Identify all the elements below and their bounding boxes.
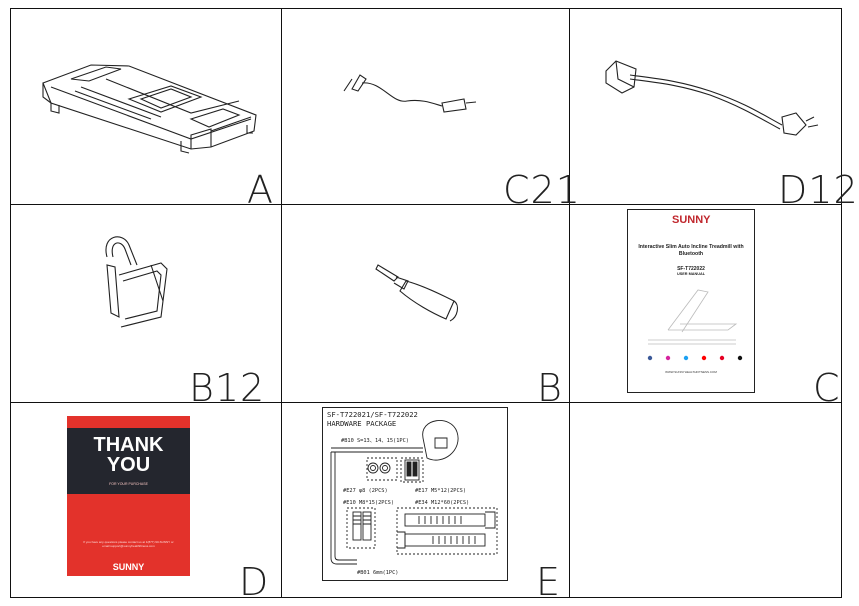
- lubricant-bottle-drawing: [375, 264, 459, 322]
- grid-divider: [11, 204, 841, 205]
- part-label: B: [537, 366, 563, 410]
- hardware-title: SF-T722021/SF-T722022 HARDWARE PACKAGE: [327, 410, 418, 428]
- manual-subtitle: USER MANUAL: [676, 272, 706, 276]
- part-label: D12: [778, 168, 859, 212]
- parts-grid: A C21 D12: [10, 8, 858, 601]
- grid-divider: [11, 402, 841, 403]
- safety-key-cable-drawing: [343, 74, 477, 113]
- bottle-holder-drawing: [105, 236, 168, 328]
- manual-model: SF-T722022: [677, 266, 705, 272]
- card-body: If you have any questions please contact…: [83, 540, 174, 549]
- treadmill-drawing: [42, 64, 257, 154]
- part-d-cell: THANK YOU FOR YOUR PURCHASE If you have …: [11, 403, 281, 601]
- part-label: A: [247, 168, 274, 212]
- card-brand: SUNNY: [112, 562, 145, 572]
- thank-you-card: THANK YOU FOR YOUR PURCHASE If you have …: [67, 416, 190, 576]
- part-a-cell: A: [11, 9, 281, 209]
- part-b12-cell: B12: [11, 205, 281, 407]
- power-cord-drawing: [605, 60, 819, 136]
- label-e34: #E34 M12*60(2PCS): [415, 500, 470, 506]
- manual-footer: WWW.SUNNYHEALTHFITNESS.COM: [665, 370, 717, 374]
- part-c-cell: SUNNY Interactive Slim Auto Incline Trea…: [570, 205, 843, 407]
- hardware-drawing: [330, 420, 498, 565]
- user-manual-cover: SUNNY Interactive Slim Auto Incline Trea…: [627, 209, 755, 393]
- empty-cell: [570, 403, 843, 597]
- hardware-title-line1: SF-T722021/SF-T722022: [327, 410, 418, 419]
- card-heading-line2: YOU: [106, 454, 151, 476]
- label-b01: #B01 6mm(1PC): [357, 570, 399, 576]
- label-e27: #E27 φ8 (2PCS): [343, 488, 388, 494]
- hardware-title-line2: HARDWARE PACKAGE: [327, 418, 397, 428]
- part-d12-cell: D12: [570, 9, 858, 209]
- part-label: D: [239, 560, 270, 604]
- part-b-cell: B: [282, 205, 569, 407]
- card-tagline: FOR YOUR PURCHASE: [109, 482, 148, 486]
- manual-brand: SUNNY: [672, 214, 711, 226]
- part-label: E: [536, 560, 562, 604]
- part-label: B12: [189, 366, 266, 410]
- card-heading-line1: THANK: [93, 434, 164, 456]
- part-label: C21: [503, 168, 581, 212]
- card-band: [67, 428, 190, 494]
- hardware-package: SF-T722021/SF-T722022 HARDWARE PACKAGE #…: [322, 407, 508, 581]
- part-c21-cell: C21: [282, 9, 580, 209]
- label-e17: #E17 M5*12(2PCS): [415, 488, 467, 494]
- manual-title: Interactive Slim Auto Incline Treadmill …: [638, 244, 744, 257]
- label-e10: #E10 M8*15(2PCS): [343, 500, 395, 506]
- grid-divider: [569, 9, 570, 597]
- part-label: C: [813, 366, 841, 410]
- manual-illustration: [647, 289, 743, 361]
- part-e-cell: SF-T722021/SF-T722022 HARDWARE PACKAGE #…: [282, 403, 569, 601]
- grid-divider: [281, 9, 282, 597]
- label-b10: #B10 S=13、14、15(1PC): [341, 438, 409, 444]
